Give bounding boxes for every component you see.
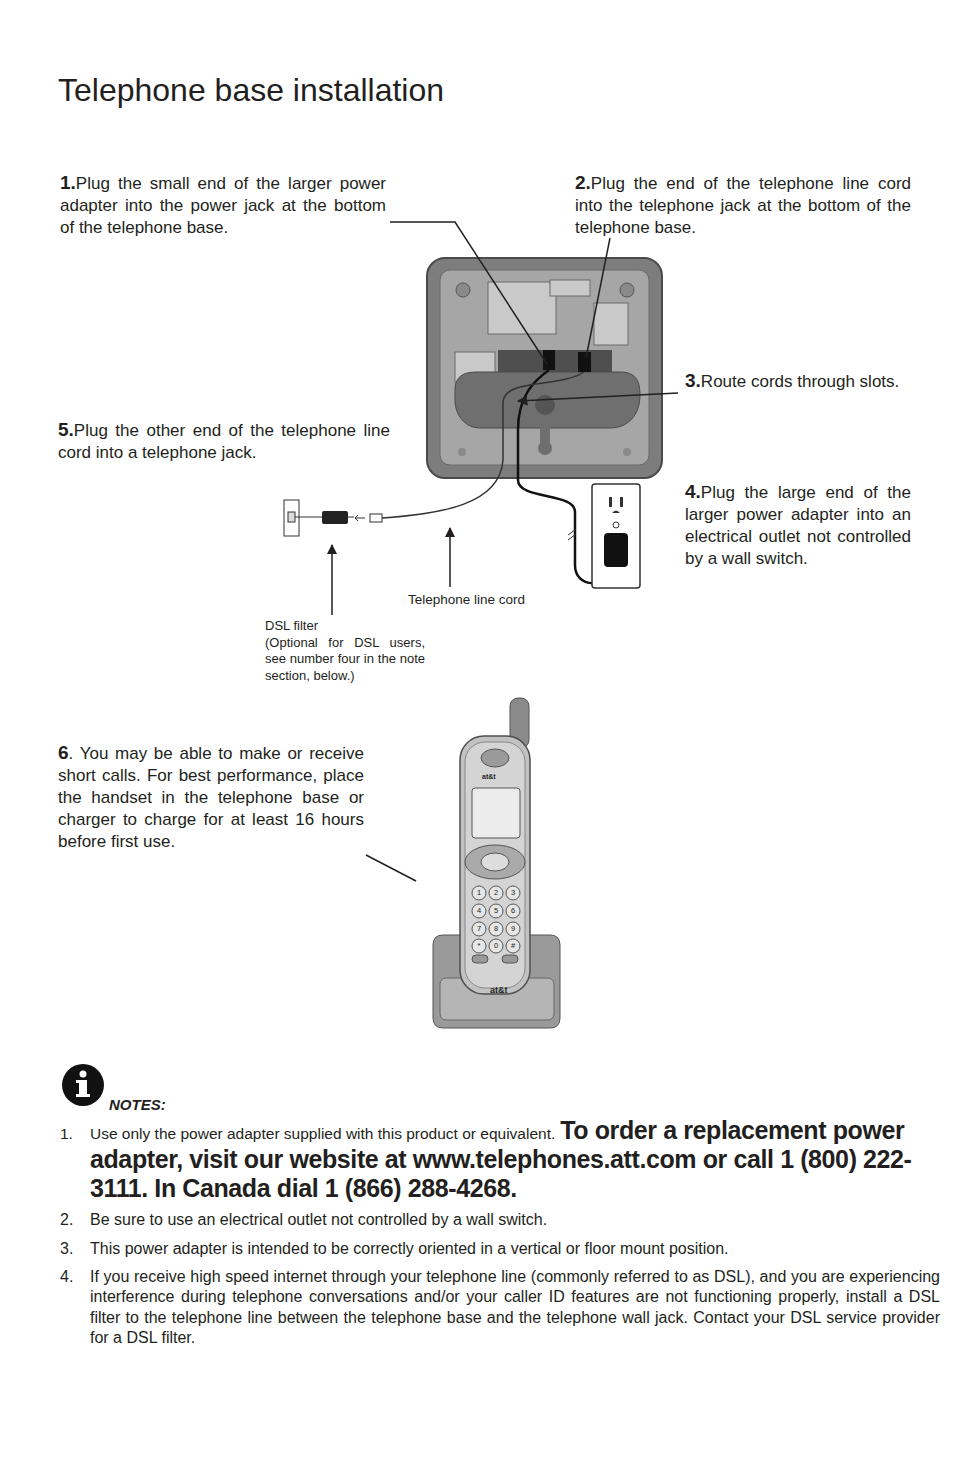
key-label: * [472,941,486,951]
key-label: 5 [494,906,498,915]
key-label: 7 [477,924,481,933]
label-text: NOTES: [109,1096,166,1113]
callout-number: 3. [60,1239,90,1259]
callout-number: 4. [685,481,701,502]
label-text: DSL filter [265,618,425,635]
key-label: 7 [472,924,486,934]
key-button [472,886,486,900]
telephone-line-cord [382,372,584,518]
note-item: 4.If you receive high speed internet thr… [60,1267,940,1349]
key-button [506,922,520,936]
label-text: (Optional for DSL users, see number four… [265,635,425,685]
brand-logo: at&t [482,773,522,782]
wall-jack [284,500,382,536]
label-text: Route cords through slots. [701,372,899,391]
key-button [489,904,503,918]
step-callout: 1.Plug the small end of the larger power… [60,171,386,239]
key-label: 2 [489,888,503,898]
step-callout: 2.Plug the end of the telephone line cor… [575,171,911,239]
electrical-outlet [592,484,640,588]
key-label: 9 [506,924,520,934]
key-button [472,904,486,918]
label-text: Telephone line cord [408,592,525,607]
key-button [472,922,486,936]
key-label: 6 [511,906,515,915]
key-label: 8 [494,924,498,933]
label-text: This power adapter is intended to be cor… [90,1240,729,1257]
key-label: 8 [489,924,503,934]
cordless-handset [433,698,560,1028]
note-item: 3.This power adapter is intended to be c… [60,1239,940,1259]
note-item: 2.Be sure to use an electrical outlet no… [60,1210,940,1230]
label-text: at&t [490,985,508,995]
key-label: 0 [489,941,503,951]
key-label: # [506,941,520,951]
callout-number: 5. [58,419,74,440]
callout-number: 2. [60,1210,90,1230]
part-label: DSL filter(Optional for DSL users, see n… [265,618,425,685]
label-text: Plug the end of the telephone line cord … [575,174,911,237]
key-button [489,886,503,900]
label-text: If you receive high speed internet throu… [90,1268,940,1346]
info-icon [62,1064,104,1106]
note-item: 1.Use only the power adapter supplied wi… [60,1116,940,1202]
key-label: * [478,941,481,950]
callout-number: 4. [60,1267,90,1287]
key-button [506,886,520,900]
label-text: Be sure to use an electrical outlet not … [90,1211,547,1228]
label-text: Use only the power adapter supplied with… [90,1125,555,1142]
key-button [472,939,486,953]
key-label: 3 [511,888,515,897]
callout-number: 1. [60,172,76,193]
brand-logo: at&t [490,985,540,997]
label-text: at&t [482,773,496,780]
step-callout: 6. You may be able to make or receive sh… [58,741,364,852]
step-callout: 3.Route cords through slots. [685,369,911,393]
step-callout: 5.Plug the other end of the telephone li… [58,418,390,464]
notes-heading: NOTES: [109,1095,229,1114]
key-button [506,904,520,918]
label-text: Plug the other end of the telephone line… [58,421,390,462]
label-text: . You may be able to make or receive sho… [58,744,364,851]
key-label: 2 [494,888,498,897]
part-label: Telephone line cord [408,591,568,608]
key-label: 9 [511,924,515,933]
key-label: 5 [489,906,503,916]
page-title: Telephone base installation [58,70,444,111]
label-text: Plug the small end of the larger power a… [60,174,386,237]
key-label: # [511,941,515,950]
key-label: 6 [506,906,520,916]
step-callout: 4.Plug the large end of the larger power… [685,480,911,570]
key-label: 1 [477,888,481,897]
callout-number: 6 [58,742,69,763]
key-label: 3 [506,888,520,898]
callout-number: 2. [575,172,591,193]
telephone-base [427,258,662,478]
key-label: 0 [494,941,498,950]
key-label: 4 [472,906,486,916]
key-label: 4 [477,906,481,915]
key-button [489,939,503,953]
label-text: Plug the large end of the larger power a… [685,483,911,568]
callout-number: 3. [685,370,701,391]
callout-number: 1. [60,1124,90,1144]
key-button [506,939,520,953]
key-label: 1 [472,888,486,898]
key-button [489,922,503,936]
